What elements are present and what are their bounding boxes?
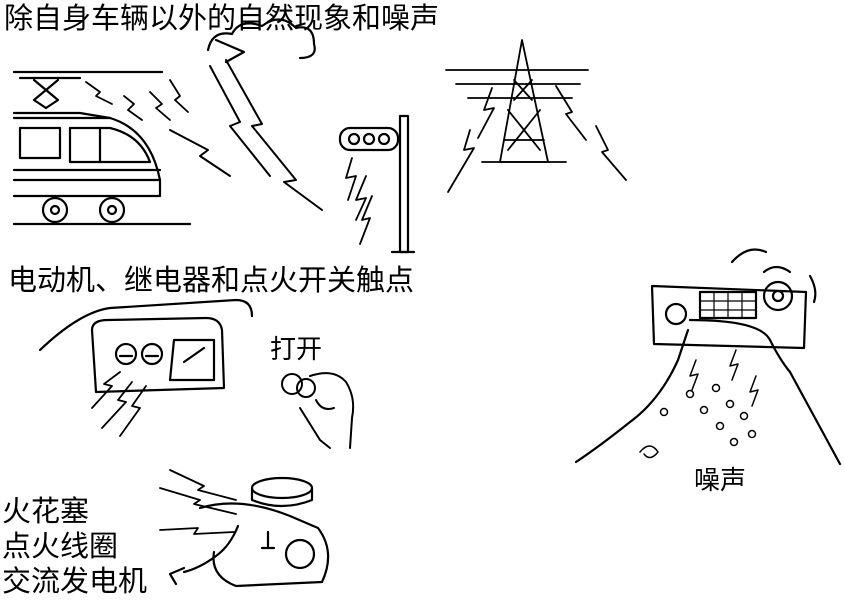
ignition-coil-label: 点火线圈: [2, 529, 119, 563]
lightning-bolt-large: [169, 59, 323, 211]
noise-dots: [639, 349, 759, 459]
engine-spark-bolts: [159, 469, 237, 535]
title-heading: 除自身车辆以外的自然现象和噪声: [4, 1, 440, 35]
spark-plug-label: 火花塞: [2, 494, 90, 528]
spark-source-labels: 火花塞 点火线圈 交流发电机: [2, 494, 147, 599]
train-spark-bolts: [85, 79, 189, 121]
relay-contacts-label: 电动机、继电器和点火开关触点: [8, 263, 415, 297]
power-pylon: [445, 39, 589, 163]
dashboard-spark-bolts: [91, 371, 147, 437]
storm-cloud: [206, 18, 316, 64]
signal-spark-bolts: [345, 157, 373, 245]
engine-illustration: [168, 476, 330, 588]
noise-label: 噪声: [694, 466, 747, 496]
dashboard-illustration: [38, 298, 254, 394]
noise-cone: [574, 318, 842, 466]
ignition-key-hand: [281, 372, 355, 449]
pylon-spark-bolts: [447, 85, 627, 193]
switch-open-label: 打开: [270, 335, 323, 365]
radio-noise-illustration: [650, 248, 817, 350]
railway-signal: [338, 114, 416, 254]
train-illustration: [12, 70, 192, 226]
alternator-label: 交流发电机: [2, 564, 148, 598]
